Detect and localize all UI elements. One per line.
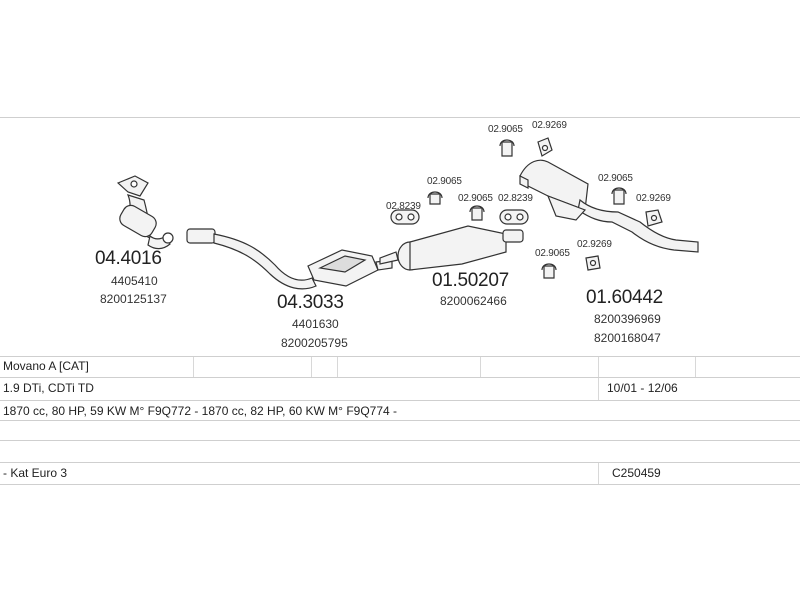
table-rule [0, 440, 800, 441]
oe-number: 8200125137 [100, 292, 167, 306]
accessory-code: 02.8239 [386, 201, 421, 212]
accessory-code: 02.9065 [598, 173, 633, 184]
top-rule [0, 117, 800, 118]
production-years: 10/01 - 12/06 [607, 381, 678, 395]
oe-number: 4405410 [111, 274, 158, 288]
clamp-icon-2 [427, 191, 443, 205]
clamp-icon-7 [611, 187, 627, 205]
hanger-icon-10 [585, 255, 601, 271]
accessory-code: 02.9065 [427, 176, 462, 187]
gasket-icon-1 [390, 209, 420, 225]
column-separator [695, 357, 696, 377]
engine-description: 1.9 DTi, CDTi TD [3, 381, 94, 395]
clamp-icon-3 [469, 205, 485, 221]
middle-silencer-shape [379, 225, 524, 271]
table-rule [0, 420, 800, 421]
oe-number: 8200205795 [281, 336, 348, 350]
oe-number: 8200168047 [594, 331, 661, 345]
column-separator [598, 357, 599, 377]
column-separator [480, 357, 481, 377]
column-separator [311, 357, 312, 377]
gasket-icon-4 [499, 209, 529, 225]
column-separator [598, 378, 599, 400]
table-rule [0, 484, 800, 485]
vehicle-model: Movano A [CAT] [3, 359, 89, 373]
table-rule [0, 377, 800, 378]
accessory-code: 02.9065 [488, 124, 523, 135]
table-rule [0, 462, 800, 463]
accessory-code: 02.9269 [636, 193, 671, 204]
rear-silencer-shape [519, 159, 699, 253]
emission-norm: - Kat Euro 3 [3, 466, 68, 480]
column-separator [337, 357, 338, 377]
hanger-icon-6 [537, 137, 553, 157]
column-separator [193, 357, 194, 377]
accessory-code: 02.9269 [577, 239, 612, 250]
hanger-icon-8 [645, 209, 663, 227]
clamp-icon-9 [541, 263, 557, 279]
accessory-code: 02.8239 [498, 193, 533, 204]
oe-number: 4401630 [292, 317, 339, 331]
part-number: 01.50207 [432, 270, 509, 291]
oe-number: 8200396969 [594, 312, 661, 326]
accessory-code: 02.9065 [535, 248, 570, 259]
intermediate-pipe-shape [186, 228, 393, 290]
part-number: 01.60442 [586, 287, 663, 308]
accessory-code: 02.9269 [532, 120, 567, 131]
part-number: 04.4016 [95, 248, 162, 269]
table-rule [0, 400, 800, 401]
part-number: 04.3033 [277, 292, 344, 313]
reference-code: C250459 [612, 466, 661, 480]
column-separator [598, 463, 599, 484]
engine-spec: 1870 cc, 80 HP, 59 KW M° F9Q772 - 1870 c… [3, 404, 398, 418]
accessory-code: 02.9065 [458, 193, 493, 204]
table-rule [0, 356, 800, 357]
oe-number: 8200062466 [440, 294, 507, 308]
clamp-icon-5 [499, 139, 515, 157]
front-pipe-shape [116, 175, 174, 250]
